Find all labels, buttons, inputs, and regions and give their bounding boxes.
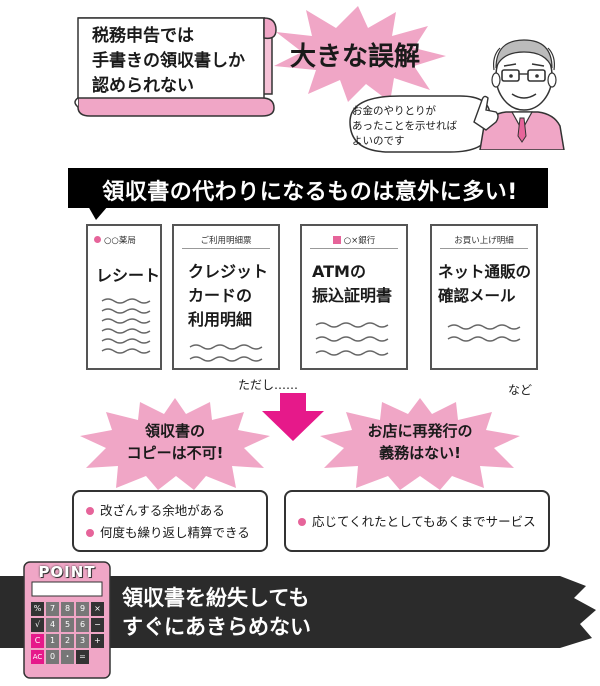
calc-key: 7 [46, 602, 59, 616]
card-header-pharmacy: ○○薬局 [94, 234, 154, 246]
calculator-keypad: % 7 8 9 × √ 4 5 6 − C 1 2 3 + AC 0 ・ = [31, 602, 105, 664]
however-label: ただし…… [238, 378, 299, 392]
calc-key: 5 [61, 618, 74, 632]
info-item: 何度も繰り返し精算できる [86, 522, 266, 544]
card-header-order: お買い上げ明細 [454, 236, 514, 246]
bullet-icon [298, 518, 306, 526]
card-title-atm: ATMの 振込証明書 [312, 262, 393, 305]
bullet-icon [86, 529, 94, 537]
card-receipt: ○○薬局 レシート [86, 224, 162, 370]
email-lines-icon [447, 324, 521, 342]
speech-line-2: あったことを示せれば [352, 120, 457, 132]
card-header-bank: ○×銀行 [308, 234, 400, 246]
advisor-illustration [473, 39, 565, 150]
scroll-line-3: 認められない [92, 76, 194, 96]
bullet-icon [86, 507, 94, 515]
speech-text: お金のやりとりが あったことを示せれば よいのです [352, 104, 482, 149]
calc-key: + [91, 634, 104, 648]
banner-tail [88, 206, 108, 220]
receipt-lines-icon [101, 298, 151, 354]
card-credit-statement: ご利用明細票 クレジット カードの 利用明細 [172, 224, 280, 370]
calc-key: × [91, 602, 104, 616]
statement-lines-icon [189, 344, 263, 362]
info-box-copy-risks: 改ざんする余地がある 何度も繰り返し精算できる [72, 490, 268, 552]
calc-key: 9 [76, 602, 89, 616]
calc-key: C [31, 634, 44, 648]
banner-text: 領収書の代わりになるものは意外に多い! [102, 180, 518, 205]
calc-key: 4 [46, 618, 59, 632]
calc-key: 3 [76, 634, 89, 648]
calc-key: ・ [61, 650, 74, 664]
card-order-email: お買い上げ明細 ネット通販の 確認メール [430, 224, 538, 370]
scroll-text: 税務申告では 手書きの領収書しか 認められない [92, 24, 262, 99]
info-box-reissue: 応じてくれたとしてもあくまでサービス [284, 490, 550, 552]
card-title-receipt: レシート [96, 266, 161, 285]
calc-key: % [31, 602, 44, 616]
alternatives-banner [68, 168, 548, 208]
card-rule [310, 248, 398, 249]
calc-key: − [91, 618, 104, 632]
pharmacy-dot-icon [94, 236, 101, 243]
calc-key: 1 [46, 634, 59, 648]
down-arrow-icon [262, 393, 324, 441]
speech-line-1: お金のやりとりが [352, 105, 436, 117]
card-header-statement: ご利用明細票 [200, 236, 252, 246]
scroll-line-1: 税務申告では [92, 26, 194, 46]
bank-square-icon [332, 236, 341, 244]
burst-no-reissue [320, 398, 520, 490]
info-item: 改ざんする余地がある [86, 500, 266, 522]
scroll-banner [74, 17, 277, 117]
burst-no-reissue-text: お店に再発行の 義務はない! [367, 422, 473, 462]
speech-line-3: よいのです [352, 135, 405, 147]
misconception-text: 大きな誤解 [290, 42, 421, 72]
card-rule [182, 248, 270, 249]
point-label: POINT [38, 563, 96, 581]
info-item: 応じてくれたとしてもあくまでサービス [298, 511, 548, 533]
card-title-email: ネット通販の 確認メール [438, 263, 532, 305]
scroll-line-2: 手書きの領収書しか [92, 51, 245, 71]
misconception-burst [274, 6, 446, 102]
burst-no-copy [80, 398, 270, 490]
calc-key: 2 [61, 634, 74, 648]
calculator-icon: POINT % 7 8 9 × √ 4 5 6 − C 1 2 3 + AC 0… [22, 560, 112, 680]
calc-key: AC [31, 650, 44, 664]
calc-key: = [76, 650, 89, 664]
point-text: 領収書を紛失しても すぐにあきらめない [122, 586, 311, 639]
card-rule [440, 248, 528, 249]
point-band [0, 576, 596, 648]
calc-key: 6 [76, 618, 89, 632]
calc-key: 8 [61, 602, 74, 616]
etc-label: など [508, 383, 533, 397]
card-title-credit: クレジット カードの 利用明細 [188, 262, 269, 329]
atm-lines-icon [315, 322, 389, 356]
calc-key: √ [31, 618, 44, 632]
burst-no-copy-text: 領収書の コピーは不可! [126, 422, 224, 462]
card-atm-receipt: ○×銀行 ATMの 振込証明書 [300, 224, 408, 370]
calc-key: 0 [46, 650, 59, 664]
